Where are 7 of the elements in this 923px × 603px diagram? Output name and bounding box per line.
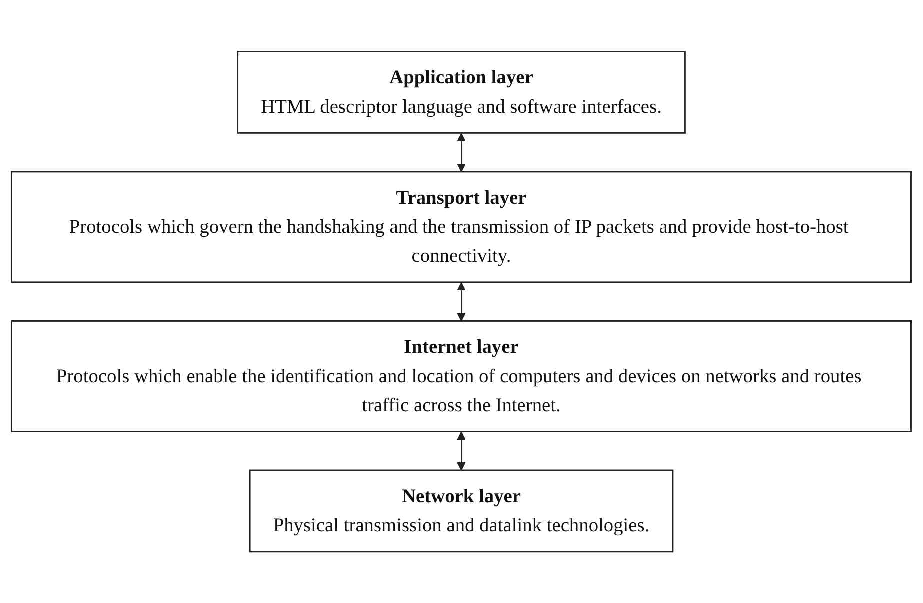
arrow [457, 282, 466, 322]
node-box: Application layer HTML descriptor language and software interfaces. [237, 50, 686, 134]
node-box: Transport layer Protocols which govern the handshaking and the transmission of IP packets and provide host-to-host connectivity. [11, 170, 912, 283]
node-box: Network layer Physical transmission and datalink technologies. [249, 469, 674, 552]
node-box: Internet layer Protocols which enable the identification and location of computers and devices on networks and routes traffic across the Internet. [11, 320, 912, 432]
arrow [457, 132, 466, 172]
arrow [457, 431, 466, 471]
